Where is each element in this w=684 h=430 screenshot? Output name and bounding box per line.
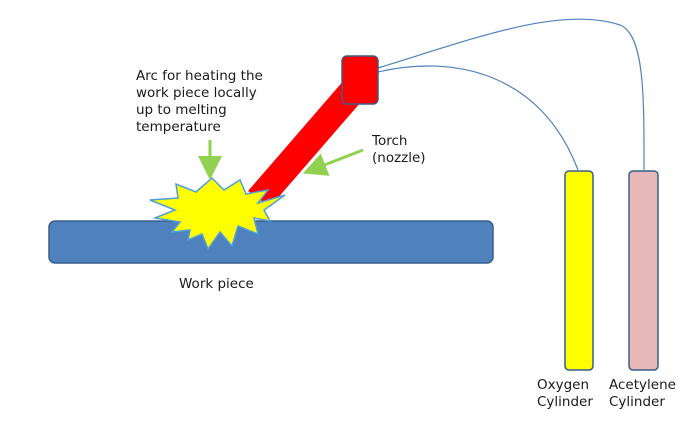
acetylene-cylinder-label: Acetylene Cylinder xyxy=(609,377,676,410)
acetylene-hose xyxy=(377,18,645,171)
torch-label: Torch (nozzle) xyxy=(372,133,426,166)
arc-burst xyxy=(149,176,286,251)
torch-pointer-arrow xyxy=(302,148,364,176)
acetylene-cylinder xyxy=(628,170,659,371)
arc-label: Arc for heating the work piece locally u… xyxy=(136,68,263,135)
work-piece xyxy=(48,220,494,264)
work-piece-label: Work piece xyxy=(179,276,254,292)
torch-nozzle xyxy=(248,79,367,207)
oxygen-cylinder xyxy=(564,170,594,371)
torch-head xyxy=(341,55,379,105)
oxygen-hose xyxy=(377,65,579,171)
oxygen-cylinder-label: Oxygen Cylinder xyxy=(537,377,593,410)
